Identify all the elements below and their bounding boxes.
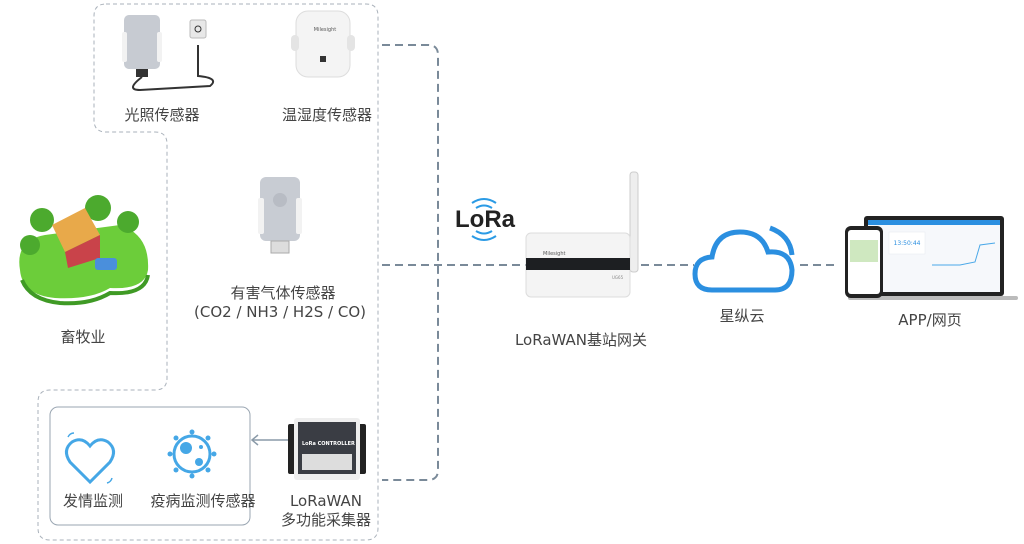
heart-icon bbox=[65, 432, 115, 485]
gas-sensor-label: 有害气体传感器 bbox=[230, 284, 336, 302]
gateway-brand: Milesight bbox=[543, 251, 566, 257]
gateway-model: UG65 bbox=[612, 275, 624, 280]
temp-humidity-sensor-label: 温湿度传感器 bbox=[281, 106, 373, 124]
gas-types-label: (CO2 / NH3 / H2S / CO) bbox=[194, 303, 366, 321]
temp-sensor-brand: Milesight bbox=[314, 27, 337, 33]
cloud-icon bbox=[692, 225, 795, 293]
disease-monitoring-label: 疫病监测传感器 bbox=[150, 492, 256, 510]
sensor-region-outline bbox=[37, 3, 379, 541]
controller-device-text: LoRa CONTROLLER bbox=[302, 441, 355, 447]
monitoring-box bbox=[49, 406, 251, 526]
lora-logo-text: LoRa bbox=[455, 206, 516, 233]
controller-label-line2: 多功能采集器 bbox=[280, 511, 372, 529]
gateway-label: LoRaWAN基站网关 bbox=[514, 331, 648, 349]
livestock-farm-image bbox=[19, 195, 150, 306]
temp-humidity-sensor-image: Milesight bbox=[291, 10, 355, 78]
lora-logo: LoRa bbox=[455, 198, 516, 241]
app-label: APP/网页 bbox=[898, 311, 962, 329]
app-screen-value: 13:50:44 bbox=[894, 240, 921, 247]
virus-icon bbox=[167, 429, 217, 479]
connector-bracket bbox=[382, 44, 439, 481]
cloud-label: 星纵云 bbox=[719, 307, 765, 325]
gas-sensor-image bbox=[258, 177, 302, 254]
gateway-device-image: Milesight UG65 bbox=[525, 171, 639, 298]
light-sensor-label: 光照传感器 bbox=[124, 106, 200, 124]
controller-label-line1: LoRaWAN bbox=[289, 492, 363, 510]
controller-device-image: LoRa CONTROLLER bbox=[288, 418, 366, 480]
estrus-monitoring-label: 发情监测 bbox=[62, 492, 124, 510]
app-devices-image: 13:50:44 bbox=[845, 216, 1018, 300]
light-sensor-image bbox=[122, 15, 214, 92]
arrow-controller-to-monitoring bbox=[250, 434, 290, 446]
livestock-label: 畜牧业 bbox=[60, 328, 106, 346]
